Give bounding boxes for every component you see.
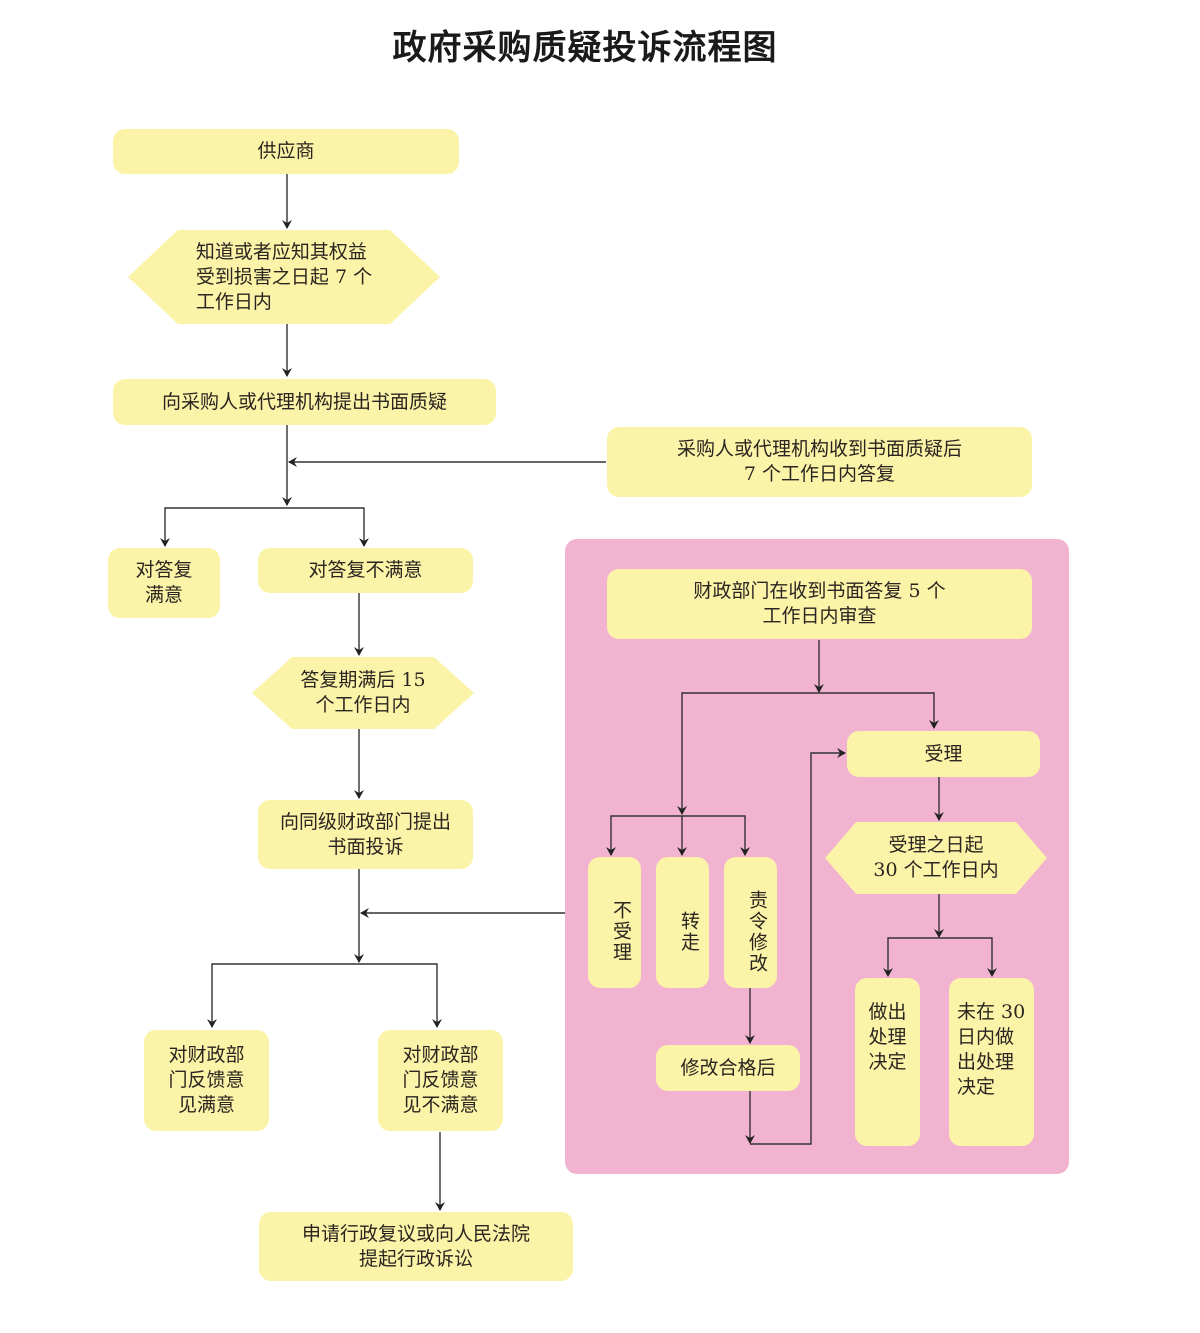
- arrow-branch-no-decision: [939, 937, 997, 977]
- node-written-complaint: 向同级财政部门提出 书面投诉: [258, 800, 473, 869]
- arrow-ok-to-accept: [750, 748, 846, 1145]
- arrow-option-fix: [682, 815, 750, 856]
- node-transfer: 转走: [656, 857, 709, 988]
- node-satisfied-with-reply: 对答复 满意: [108, 548, 220, 618]
- node-transfer-label: 转走: [678, 910, 700, 953]
- node-satisfied-with-reply-label: 对答复 满意: [135, 559, 193, 606]
- arrow-review-to-options: [677, 692, 819, 815]
- node-written-complaint-label: 向同级财政部门提出 书面投诉: [279, 810, 451, 858]
- node-deadline-15-days: 答复期满后 15 个工作日内: [252, 657, 474, 729]
- node-deadline-7-days-label: 知道或者应知其权益 受到损害之日起 7 个 工作日内: [195, 240, 373, 313]
- arrow-branch-feedback-ok: [207, 963, 359, 1028]
- arrow-branch-feedback-bad: [359, 963, 442, 1028]
- node-deadline-30-days-label: 受理之日起 30 个工作日内: [873, 834, 999, 881]
- node-feedback-unsatisfied: 对财政部 门反馈意 见不满意: [378, 1030, 503, 1131]
- chart-title: 政府采购质疑投诉流程图: [392, 28, 778, 68]
- node-appeal-label: 申请行政复议或向人民法院 提起行政诉讼: [301, 1222, 530, 1270]
- arrow-review-to-accept: [819, 692, 939, 729]
- node-order-fix-label: 责令修改: [746, 889, 768, 974]
- node-order-fix: 责令修改: [724, 857, 777, 988]
- node-finance-review-label: 财政部门在收到书面答复 5 个 工作日内审查: [693, 580, 946, 627]
- node-reply-within-7-days-label: 采购人或代理机构收到书面质疑后 7 个工作日内答复: [676, 438, 962, 485]
- node-appeal: 申请行政复议或向人民法院 提起行政诉讼: [259, 1212, 573, 1281]
- node-feedback-unsatisfied-label: 对财政部 门反馈意 见不满意: [402, 1044, 479, 1116]
- node-reject: 不受理: [588, 857, 641, 988]
- node-written-query: 向采购人或代理机构提出书面质疑: [113, 379, 496, 425]
- node-supplier: 供应商: [113, 129, 459, 174]
- arrow-branch-satisfied: [160, 507, 287, 547]
- node-reject-label: 不受理: [610, 900, 632, 963]
- node-reply-within-7-days: 采购人或代理机构收到书面质疑后 7 个工作日内答复: [607, 427, 1032, 497]
- node-feedback-satisfied: 对财政部 门反馈意 见满意: [144, 1030, 269, 1131]
- arrow-branch-decision: [883, 937, 939, 977]
- node-supplier-label: 供应商: [257, 140, 315, 162]
- node-no-decision-30-days: 未在 30 日内做 出处理 决定: [949, 978, 1034, 1146]
- node-deadline-15-days-label: 答复期满后 15 个工作日内: [300, 669, 426, 716]
- node-feedback-satisfied-label: 对财政部 门反馈意 见满意: [168, 1044, 245, 1116]
- node-fix-passed: 修改合格后: [656, 1045, 800, 1091]
- node-accept: 受理: [847, 731, 1040, 777]
- node-accept-label: 受理: [924, 742, 963, 765]
- node-deadline-30-days: 受理之日起 30 个工作日内: [825, 822, 1047, 894]
- node-unsatisfied-with-reply: 对答复不满意: [258, 548, 473, 593]
- node-decision-made: 做出 处理 决定: [855, 978, 920, 1146]
- node-finance-review: 财政部门在收到书面答复 5 个 工作日内审查: [607, 569, 1032, 639]
- arrow-branch-unsatisfied: [287, 507, 369, 547]
- node-fix-passed-label: 修改合格后: [680, 1056, 776, 1079]
- arrow-option-reject: [606, 815, 682, 856]
- node-unsatisfied-with-reply-label: 对答复不满意: [308, 559, 423, 581]
- node-decision-made-label: 做出 处理 决定: [868, 1001, 907, 1073]
- node-deadline-7-days: 知道或者应知其权益 受到损害之日起 7 个 工作日内: [128, 230, 440, 324]
- node-no-decision-30-days-label: 未在 30 日内做 出处理 决定: [957, 1001, 1026, 1098]
- node-written-query-label: 向采购人或代理机构提出书面质疑: [161, 390, 447, 413]
